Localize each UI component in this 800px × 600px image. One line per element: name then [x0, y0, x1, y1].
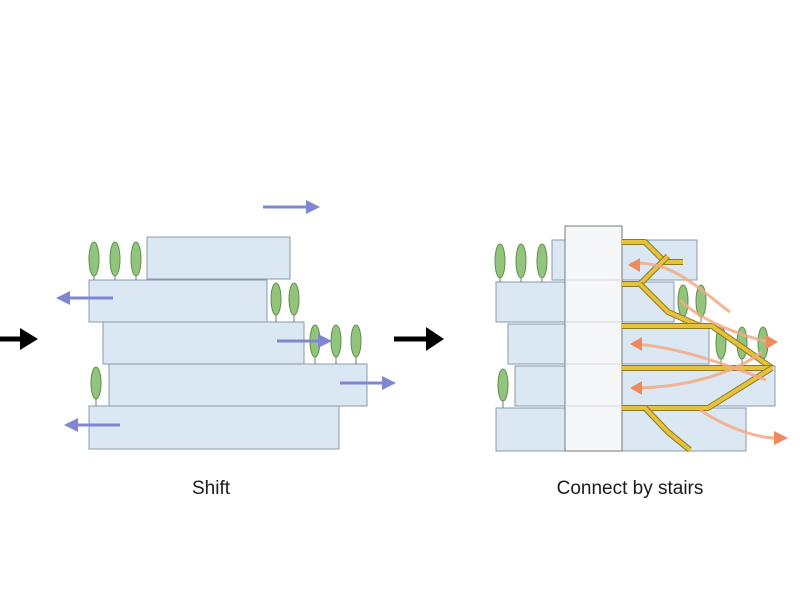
tree-icon — [330, 324, 342, 364]
step-arrow-left — [0, 328, 38, 350]
slab-shift-5 — [88, 405, 340, 450]
tree-icon — [536, 243, 548, 282]
caption-connect-by-stairs: Connect by stairs — [556, 478, 704, 499]
slab-stairs-4 — [514, 365, 776, 407]
slab-shift-2 — [88, 279, 268, 323]
caption-shift: Shift — [191, 478, 231, 499]
flow-arrows — [628, 258, 788, 445]
tree-icon — [130, 241, 142, 280]
arrow-right-icon — [263, 200, 320, 214]
tree-icon — [90, 366, 102, 406]
step-arrow-middle — [394, 327, 444, 351]
arrow-left-icon — [64, 418, 120, 432]
tree-icon — [88, 241, 100, 280]
slab-shift-1 — [146, 236, 291, 280]
tree-icon — [270, 282, 282, 322]
vertical-core — [564, 225, 623, 452]
tree-icon — [350, 324, 362, 364]
tree-icon — [109, 241, 121, 280]
tree-icon — [494, 243, 506, 282]
slab-shift-3 — [102, 321, 305, 365]
tree-icon — [288, 282, 300, 322]
slab-shift-4 — [108, 363, 368, 407]
arrow-right-icon — [340, 376, 396, 390]
tree-icon — [497, 368, 509, 408]
arrow-left-icon — [56, 291, 113, 305]
shift-diagram — [56, 200, 396, 450]
stairs-diagram — [494, 225, 788, 453]
tree-icon — [515, 243, 527, 282]
arrow-right-icon — [277, 334, 332, 348]
